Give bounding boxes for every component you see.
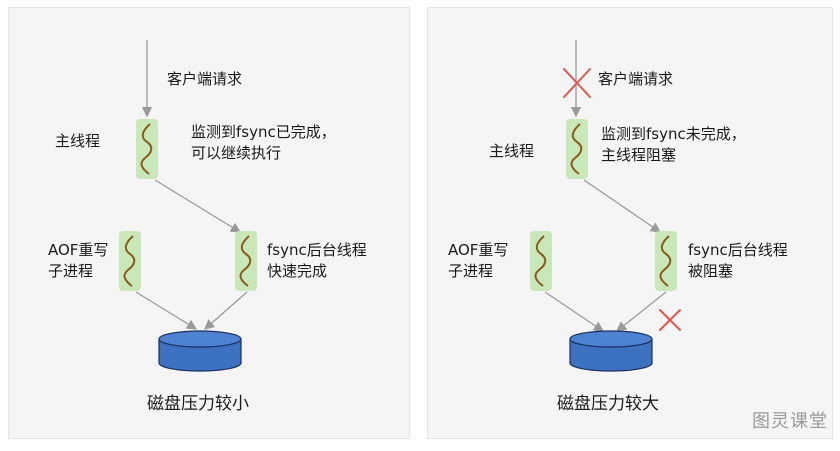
right-request-label: 客户端请求 <box>598 70 674 88</box>
right-disk-label: 磁盘压力较大 <box>557 394 659 414</box>
right-fsync-label: fsync后台线程 被阻塞 <box>688 241 788 280</box>
left-request-label: 客户端请求 <box>167 70 243 88</box>
left-disk-label: 磁盘压力较小 <box>147 394 249 414</box>
right-aof-label: AOF重写 子进程 <box>448 241 509 280</box>
right-main-status-label: 监测到fsync未完成， 主线程阻塞 <box>601 125 746 164</box>
left-main-thread-label: 主线程 <box>55 132 101 150</box>
left-aof-label: AOF重写 子进程 <box>48 241 109 280</box>
watermark-text: 图灵课堂 <box>752 411 828 432</box>
left-main-status-label: 监测到fsync已完成， 可以继续执行 <box>191 123 336 162</box>
right-main-thread-label: 主线程 <box>489 142 535 160</box>
left-fsync-label: fsync后台线程 快速完成 <box>267 241 367 280</box>
